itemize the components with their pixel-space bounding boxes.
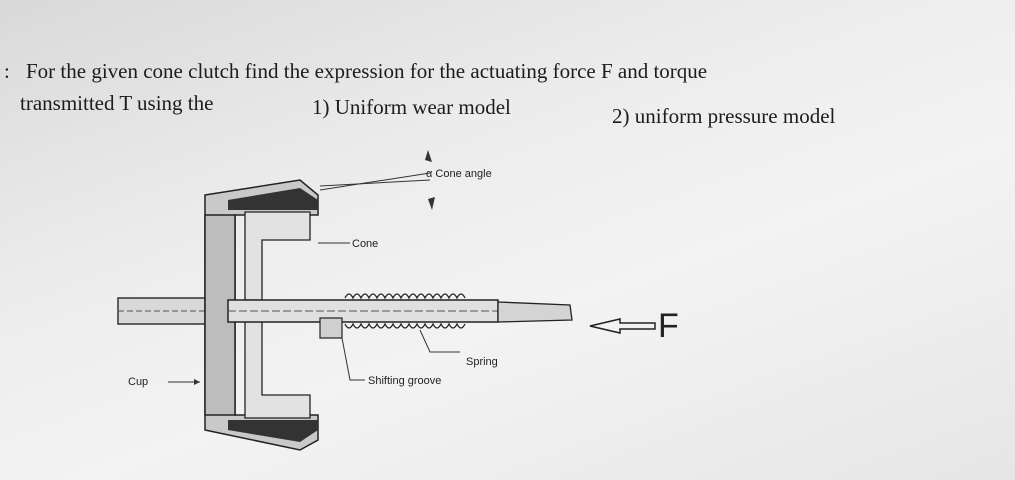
force-arrow (589, 318, 656, 334)
shifting-groove-label: Shifting groove (368, 375, 442, 387)
cup-label: Cup (128, 376, 149, 388)
cone-angle-label: α Cone angle (426, 168, 492, 180)
question-bullet: : (4, 59, 10, 83)
option-uniform-pressure: 2) uniform pressure model (612, 104, 836, 128)
spring-coils (344, 293, 466, 329)
cone-angle-line (319, 172, 431, 191)
force-label: F (658, 307, 679, 345)
cone-angle-arrow-top (425, 150, 432, 162)
shifting-groove-leader (341, 337, 365, 381)
spring-label: Spring (466, 356, 498, 368)
cone-lining-bottom (228, 420, 318, 442)
question-line-2-prefix: transmitted T using the (20, 91, 214, 115)
option-uniform-wear: 1) Uniform wear model (312, 95, 511, 119)
question-line-1: For the given cone clutch find the expre… (26, 59, 708, 83)
cone-angle-arrow-bottom (428, 197, 435, 210)
spring-leader (419, 329, 460, 353)
cone-lining-top (228, 188, 318, 210)
cone-label: Cone (352, 238, 379, 250)
shaft-right (497, 301, 573, 323)
shifting-groove-collar (319, 317, 343, 339)
